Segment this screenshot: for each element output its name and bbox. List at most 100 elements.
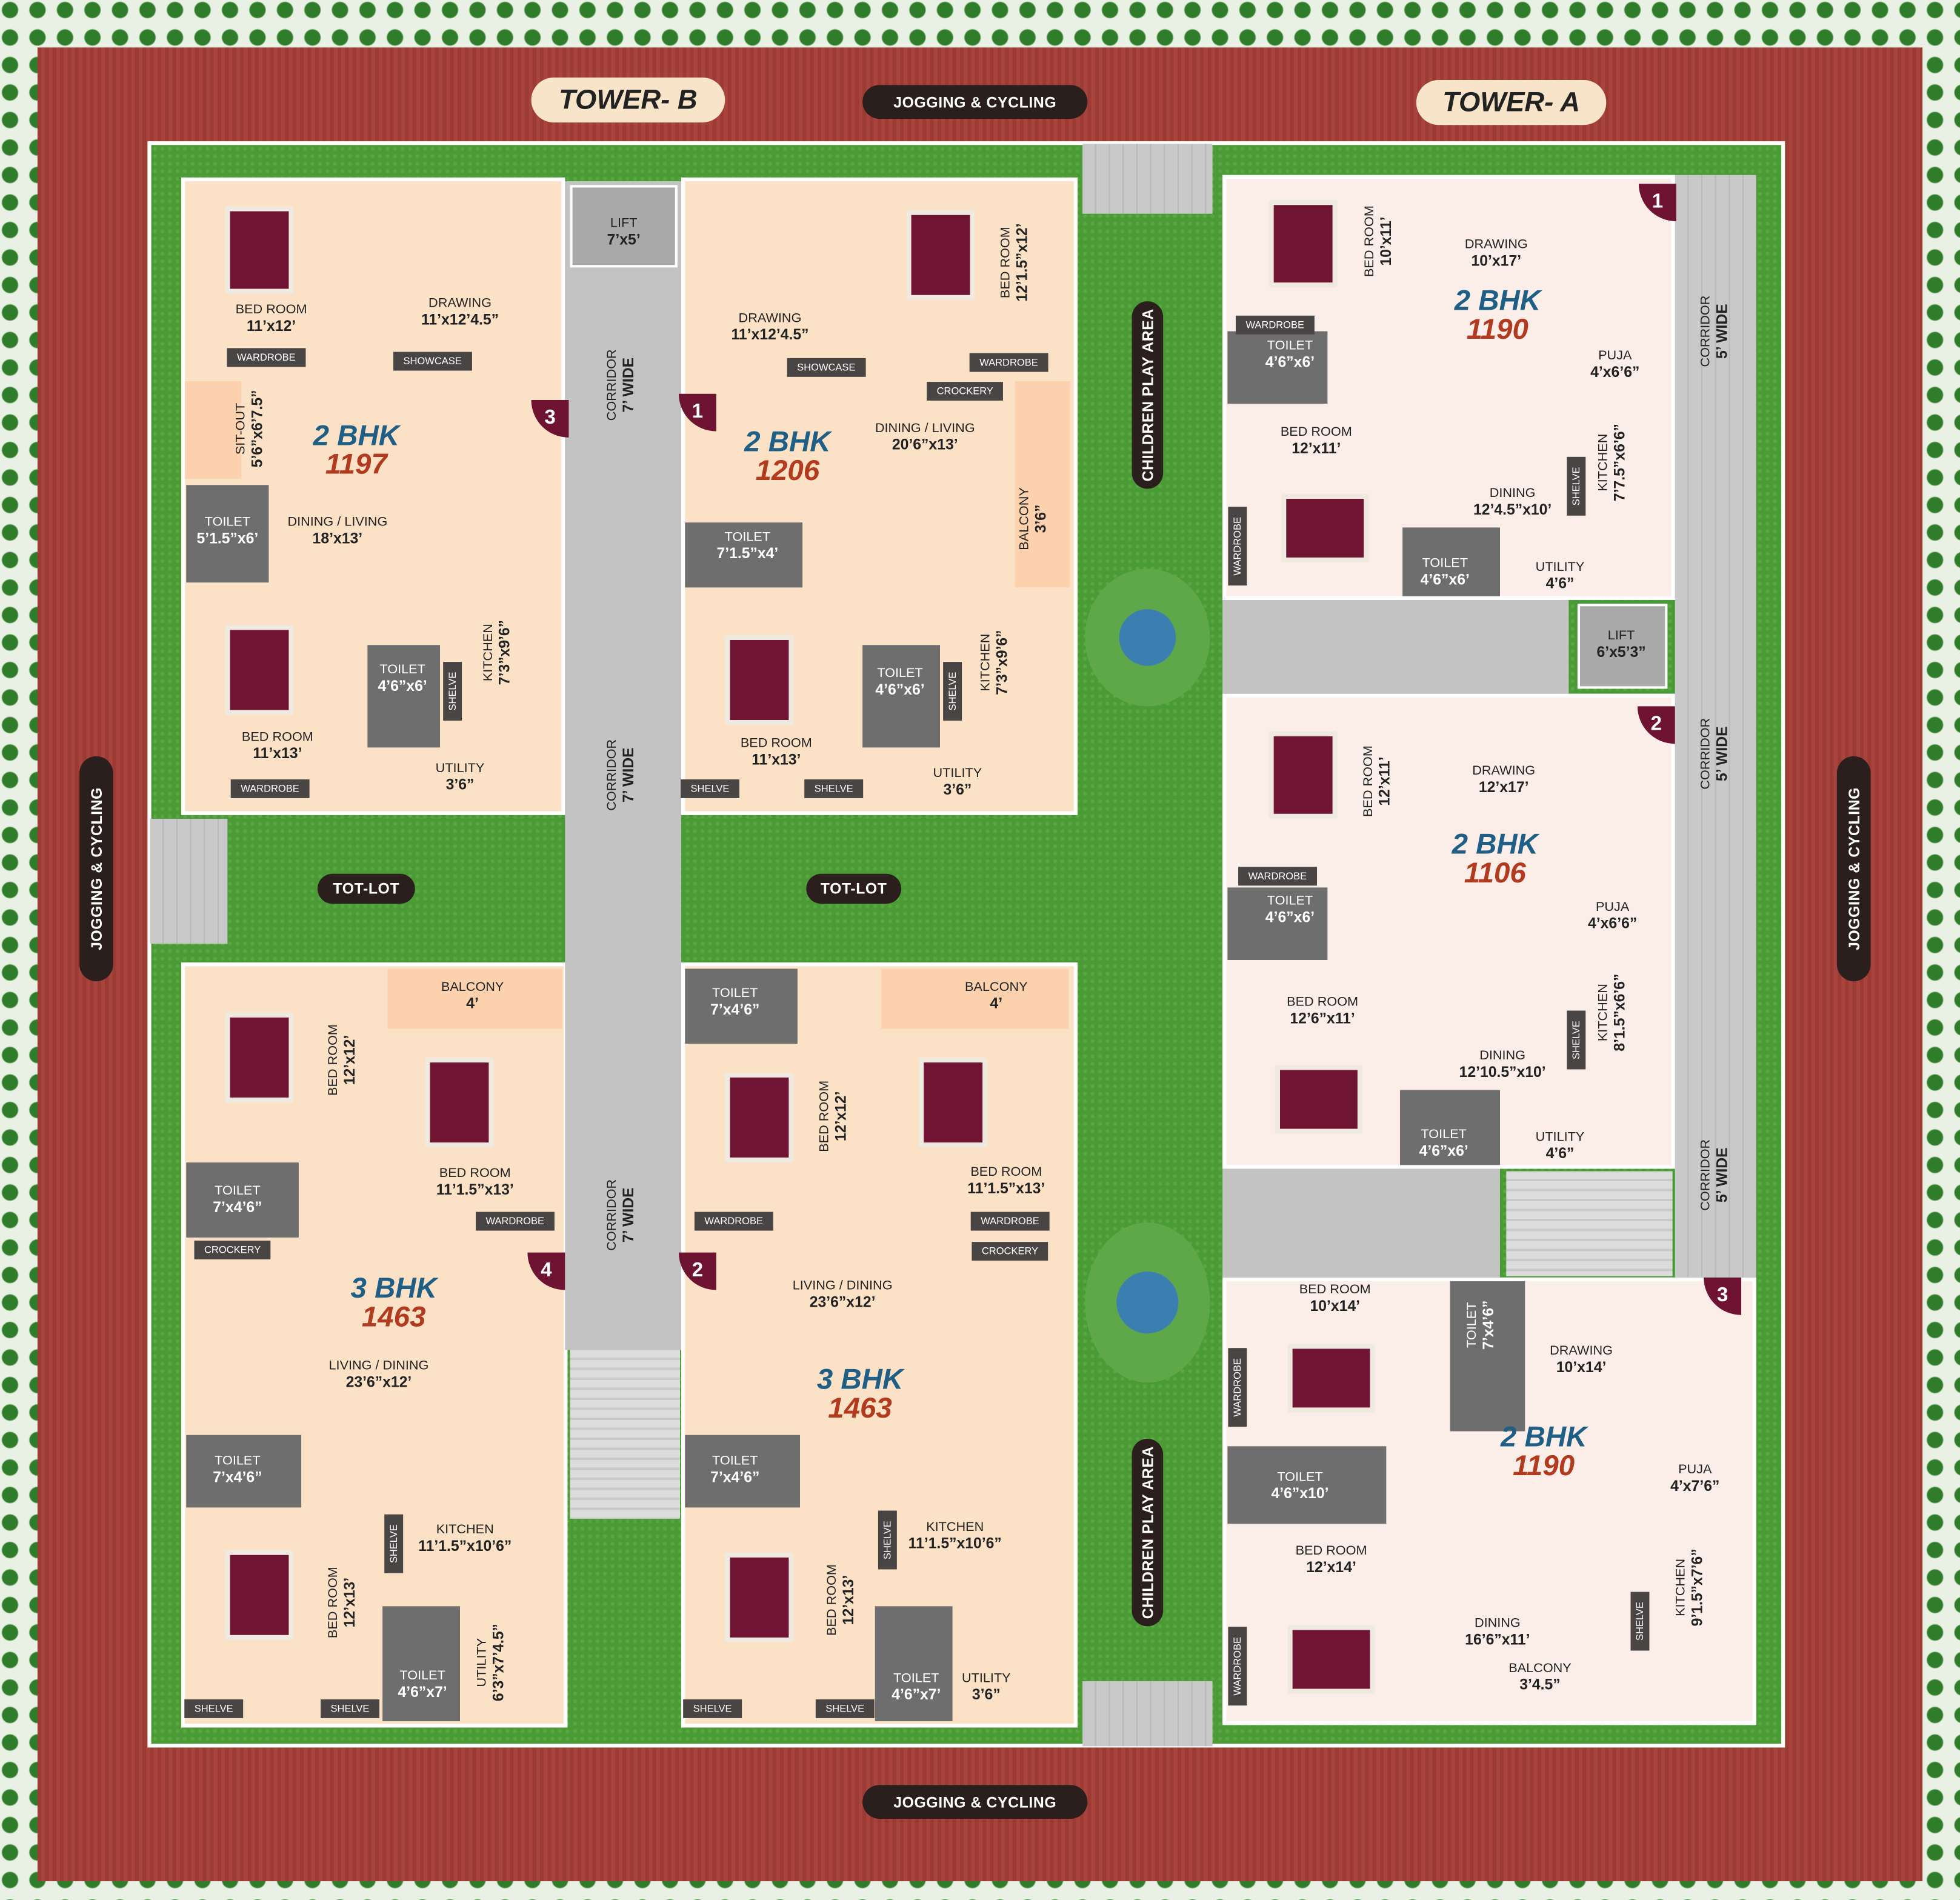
room-size: 4’6” — [1545, 1144, 1575, 1162]
corridor-floor — [1675, 175, 1756, 1278]
room-name: UTILITY — [933, 765, 982, 781]
lift-shaft — [1577, 604, 1668, 689]
room-name: TOILET — [1422, 556, 1468, 571]
fixture-label: SHELVE — [815, 1699, 875, 1718]
room-size: 7’x4’6” — [710, 1000, 760, 1018]
unit-type: 3 BHK — [816, 1362, 904, 1395]
room-name: TOILET — [893, 1670, 939, 1686]
toilet-area — [685, 1435, 800, 1508]
room-size: 23’6”x12’ — [345, 1372, 412, 1390]
room-name: BED ROOM — [325, 1567, 341, 1639]
tower-b-title: TOWER- B — [531, 77, 725, 123]
room-size: 12’6”x11’ — [1290, 1008, 1355, 1027]
room-size: 11’1.5”x10’6” — [908, 1534, 1002, 1552]
toilet-area — [1227, 331, 1328, 404]
fixture-label: SHELVE — [1567, 456, 1586, 516]
jogging-track-label: JOGGING & CYCLING — [862, 1785, 1088, 1819]
bed-icon — [725, 635, 794, 725]
room-size: 18’x13’ — [312, 528, 363, 547]
room-name: TOILET — [1267, 338, 1313, 353]
children-play-area-label: CHILDREN PLAY AREA — [1132, 1438, 1164, 1627]
room-name: TOILET — [724, 529, 771, 545]
room-name: TOILET — [215, 1453, 261, 1468]
bed-icon — [1287, 1625, 1375, 1694]
unit-type: 3 BHK — [350, 1271, 437, 1304]
room-name: BALCONY — [1017, 487, 1032, 550]
toilet-area — [382, 1606, 460, 1722]
play-area-equipment — [1085, 568, 1210, 707]
fixture-label: SHOWCASE — [393, 352, 472, 371]
room-name: BED ROOM — [1299, 1282, 1371, 1298]
fixture-label: SHELVE — [321, 1699, 379, 1718]
sit-out-area — [185, 381, 242, 479]
room-size: 6’3”x7’4.5” — [488, 1624, 507, 1702]
room-size: 4’6”x6’ — [378, 676, 427, 695]
room-name: UTILITY — [474, 1638, 490, 1687]
room-size: 12’x17’ — [1478, 778, 1529, 796]
room-name: KITCHEN — [1596, 433, 1611, 492]
bed-icon — [725, 1072, 794, 1163]
room-name: BALCONY — [1508, 1661, 1572, 1676]
room-name: TOILET — [399, 1668, 445, 1684]
room-size: 7’x4’6” — [1479, 1300, 1497, 1350]
room-size: 4’6”x7’ — [398, 1682, 447, 1701]
toilet-area — [186, 485, 269, 583]
fixture-label: WARDROBE — [1228, 1627, 1247, 1706]
room-size: 4’6”x10’ — [1271, 1484, 1329, 1502]
staircase — [570, 1350, 680, 1519]
room-name: BED ROOM — [439, 1165, 511, 1181]
room-name: DINING — [1479, 1048, 1526, 1064]
room-name: PUJA — [1678, 1462, 1712, 1478]
room-size: 11’1.5”x10’6” — [418, 1536, 512, 1555]
fixture-label: SHELVE — [443, 662, 462, 721]
room-size: 4’6”x7’ — [892, 1685, 941, 1703]
room-name: BED ROOM — [235, 302, 307, 318]
paved-path — [150, 818, 228, 944]
room-name: DINING / LIVING — [287, 514, 388, 530]
fixture-label: WARDROBE — [475, 1212, 555, 1231]
room-name: TOILET — [204, 514, 251, 530]
room-size: 20’6”x13’ — [892, 435, 958, 453]
room-name: TOILET — [1421, 1127, 1467, 1142]
room-name: LIVING / DINING — [328, 1358, 429, 1373]
unit-type: 2 BHK — [744, 425, 831, 458]
fixture-label: SHELVE — [681, 779, 739, 798]
bed-icon — [1268, 731, 1338, 819]
room-size: 4’6”x6’ — [1265, 352, 1315, 370]
room-size: 4’ — [466, 994, 479, 1012]
room-size: 10’x14’ — [1556, 1358, 1607, 1376]
fixture-label: CROCKERY — [194, 1241, 271, 1259]
tot-lot-label: TOT-LOT — [806, 873, 902, 904]
fixture-label: SHELVE — [804, 779, 864, 798]
unit-type: 2 BHK — [1452, 827, 1538, 860]
